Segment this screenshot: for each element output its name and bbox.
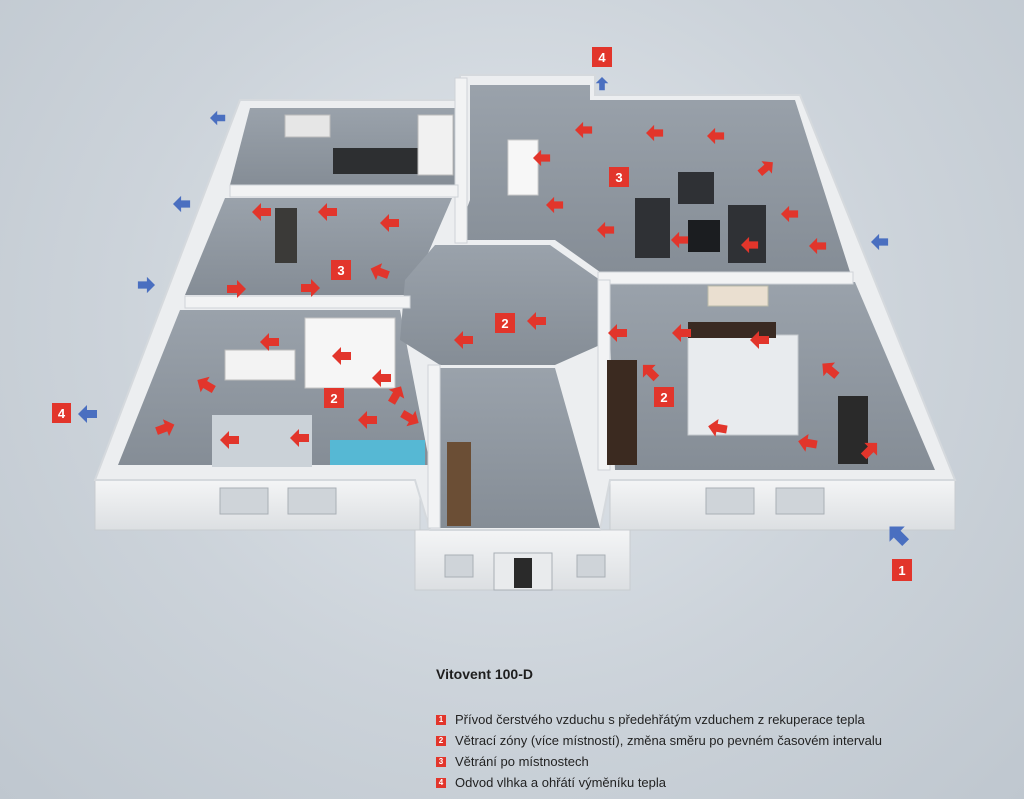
legend: Vitovent 100-D 1 Přívod čerstvého vzduch… (436, 666, 1016, 793)
supply-arrow-icon (750, 331, 769, 349)
legend-text: Přívod čerstvého vzduchu s předehřátým v… (455, 712, 865, 727)
supply-arrow-icon (672, 324, 691, 342)
floor-plan (93, 74, 957, 531)
supply-arrow-icon (642, 364, 660, 382)
legend-item-3: 3 Větrání po místnostech (436, 751, 1016, 772)
supply-arrow-icon (860, 442, 878, 460)
supply-arrow-icon (608, 324, 627, 342)
zone-badge-4-top: 4 (592, 47, 612, 67)
zone-badge-1: 1 (892, 559, 912, 581)
legend-item-1: 1 Přívod čerstvého vzduchu s předehřátým… (436, 709, 1016, 730)
supply-arrow-icon (646, 124, 664, 142)
supply-arrow-icon (372, 369, 391, 387)
supply-arrow-icon (708, 418, 728, 437)
supply-arrow-icon (671, 231, 689, 249)
supply-arrow-icon (809, 237, 827, 255)
badge-label: 4 (598, 50, 606, 65)
airflow-arrows (78, 77, 910, 547)
supply-arrow-icon (332, 347, 351, 365)
supply-arrow-icon (318, 203, 337, 221)
supply-arrow-icon (822, 362, 840, 379)
exhaust-arrow-icon (210, 110, 226, 126)
badge-label: 2 (330, 391, 337, 406)
room-hall (400, 245, 600, 365)
legend-text: Větrací zóny (více místností), změna smě… (455, 733, 883, 748)
badge-label: 4 (58, 406, 66, 421)
zone-badge-2-right-bedroom: 2 (654, 387, 674, 407)
supply-arrow-icon (527, 312, 546, 330)
badge-label: 2 (501, 316, 508, 331)
zone-badge-3-living: 3 (609, 167, 629, 187)
supply-arrow-icon (781, 205, 799, 223)
supply-arrow-icon (227, 280, 246, 298)
supply-arrow-icon (358, 411, 377, 429)
exhaust-arrow-icon (78, 405, 97, 423)
exhaust-arrow-icon (871, 233, 889, 251)
zone-badge-2-left-bedroom: 2 (324, 388, 344, 408)
room-entrance (438, 368, 600, 528)
legend-text: Odvod vlhka a ohřátí výměníku tepla (455, 775, 667, 790)
zone-badge-3-bathroom: 3 (331, 260, 351, 280)
supply-arrow-icon (197, 376, 216, 393)
supply-arrow-icon (370, 263, 390, 281)
supply-arrow-icon (575, 121, 593, 139)
legend-item-2: 2 Větrací zóny (více místností), změna s… (436, 730, 1016, 751)
exhaust-arrow-icon (595, 77, 609, 91)
badge-label: 1 (898, 563, 905, 578)
legend-badge: 4 (436, 777, 446, 788)
supply-arrow-icon (388, 386, 405, 405)
supply-arrow-icon (400, 410, 419, 427)
legend-item-4: 4 Odvod vlhka a ohřátí výměníku tepla (436, 772, 1016, 793)
exhaust-arrow-icon (173, 195, 191, 213)
legend-badge: 1 (436, 714, 446, 725)
supply-arrow-icon (741, 236, 759, 254)
legend-badge: 3 (436, 756, 446, 767)
exhaust-arrow-icon (137, 276, 155, 294)
badge-label: 3 (337, 263, 344, 278)
house-exterior (94, 479, 956, 591)
supply-arrow-icon (533, 149, 551, 167)
supply-arrow-icon (757, 161, 773, 176)
badge-label: 3 (615, 170, 622, 185)
legend-text: Větrání po místnostech (455, 754, 589, 769)
supply-arrow-icon (597, 221, 615, 239)
zone-badge-2-hall: 2 (495, 313, 515, 333)
supply-arrow-icon (252, 203, 271, 221)
supply-arrow-icon (220, 431, 239, 449)
legend-badge: 2 (436, 735, 446, 746)
supply-arrow-icon (290, 429, 309, 447)
supply-arrow-icon (454, 331, 473, 349)
supply-arrow-icon (380, 214, 399, 232)
zone-badge-4-left: 4 (52, 403, 71, 423)
supply-arrow-icon (707, 127, 725, 145)
diagram-title: Vitovent 100-D (436, 666, 533, 682)
supply-arrow-icon (155, 419, 175, 437)
supply-arrow-icon (260, 333, 279, 351)
supply-arrow-icon (798, 433, 818, 452)
exhaust-arrow-icon (889, 526, 910, 547)
badge-label: 2 (660, 390, 667, 405)
supply-arrow-icon (546, 196, 564, 214)
supply-arrow-icon (301, 279, 320, 297)
